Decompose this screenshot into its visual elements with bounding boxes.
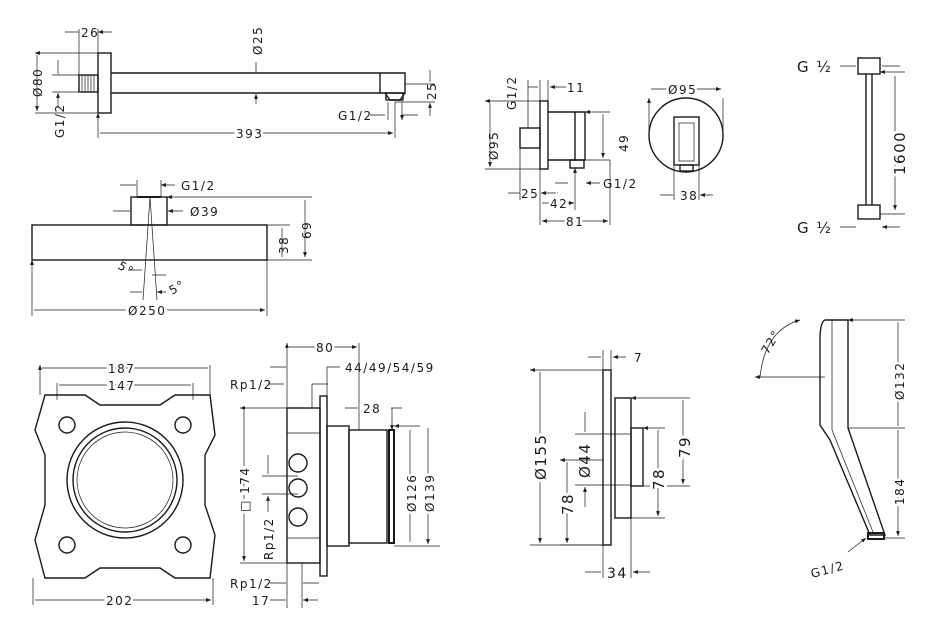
set-rp-top-label: Rp1/2 [230,378,273,392]
trim-plate-dia-label: Ø155 [532,434,550,480]
set-rp-mid-label: Rp1/2 [262,517,276,560]
arm-outlet-thread-label: G1/2 [338,109,373,123]
head-height-label: 38 [277,236,291,254]
arm-inlet-thread-label: G1/2 [53,103,67,138]
trim-center-height-label: 78 [559,493,577,515]
arm-pipe-dia-label: Ø25 [251,26,265,55]
hand-angle-label: 72° [758,327,783,356]
head-angle-right-label: 5° [167,277,188,297]
outlet-bottom-thread-label: G1/2 [603,177,638,191]
outlet-front-width-label: 38 [680,189,698,203]
arm-flange-dia-label: Ø80 [31,68,45,97]
hand-thread-label: G1/2 [809,558,846,580]
outlet-depth-42-label: 42 [550,197,568,211]
basic-set-view: 80 44/49/54/59 Rp1/2 28 □ 174 Rp1/2 Ø126… [230,341,440,608]
hand-head-dia-label: Ø132 [893,362,907,400]
set-wall-depths-label: 44/49/54/59 [345,361,435,375]
set-dia-139-label: Ø139 [423,474,437,512]
set-depth-label: 80 [316,341,334,355]
set-rp-bottom-label: Rp1/2 [230,577,273,591]
mounting-plate-view: 187 147 202 [32,360,215,611]
trim-lower-height-label: 78 [650,468,668,490]
head-neck-dia-label: Ø39 [190,205,219,219]
shower-arm-view: 26 Ø25 Ø80 G1/2 G1/2 25 393 [31,26,439,144]
arm-length-label: 393 [236,127,263,141]
head-total-height-label: 69 [300,221,314,239]
shower-hose-view: G ½ 1600 G ½ [797,57,912,237]
outlet-flange-dia-label: Ø95 [487,131,501,160]
outlet-top-thread-label: G1/2 [505,75,519,110]
set-dia-126-label: Ø126 [405,474,419,512]
outlet-flange-depth-label: 11 [567,81,585,95]
set-height-label: □ 174 [238,466,252,512]
overhead-shower-view: G1/2 Ø39 38 69 5° 5° Ø250 [32,179,314,321]
set-offset-label: 17 [252,594,270,608]
hose-top-thread-label: G ½ [797,58,832,76]
arm-flange-depth-label: 26 [81,26,99,40]
trim-upper-height-label: 79 [676,436,694,458]
outlet-holder-height-label: 49 [617,134,631,152]
hand-shower-view: Ø132 184 72° G1/2 [755,320,910,581]
set-sleeve-label: 28 [363,402,381,416]
hand-length-label: 184 [893,478,907,505]
outlet-inlet-len-label: 25 [521,187,539,201]
hose-length-label: 1600 [891,131,909,175]
trim-view: 7 Ø155 Ø44 79 78 78 34 [530,350,697,582]
outlet-front-dia-label: Ø95 [668,83,697,97]
hose-bottom-thread-label: G ½ [797,219,832,237]
plate-inner-width-label: 147 [108,379,135,393]
head-angle-left-label: 5° [116,258,137,278]
trim-projection-label: 34 [607,566,628,582]
plate-outer-width-label: 187 [108,362,135,376]
head-diameter-label: Ø250 [128,304,166,318]
head-thread-label: G1/2 [181,179,216,193]
arm-outlet-height-label: 25 [425,82,439,100]
wall-outlet-view: 11 G1/2 Ø95 49 G1/2 25 42 81 Ø95 38 [485,75,723,232]
plate-bottom-width-label: 202 [106,594,133,608]
outlet-depth-81-label: 81 [566,215,584,229]
trim-plate-depth-label: 7 [634,351,643,365]
